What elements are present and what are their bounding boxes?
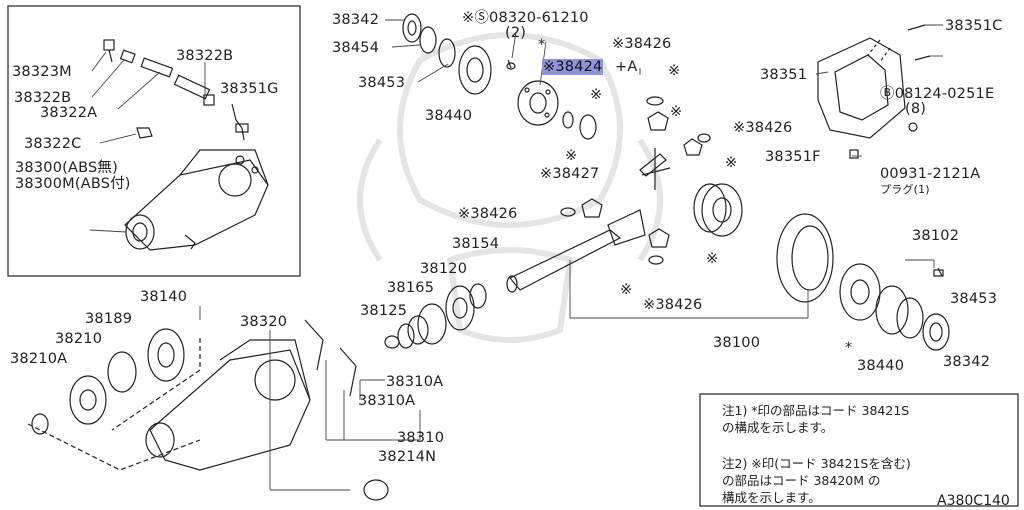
part-label-38453-right[interactable]: 38453 (950, 291, 998, 307)
part-label-38427[interactable]: ※38427 (540, 166, 600, 182)
part-label-38426-low[interactable]: ※38426 (643, 297, 703, 313)
watermark-emblem (357, 32, 663, 343)
part-label-38322B[interactable]: 38322B (14, 90, 72, 106)
part-label-38310A-a[interactable]: 38310A (386, 374, 444, 390)
inset-small-parts (103, 39, 249, 141)
part-label-38322C[interactable]: 38322C (24, 136, 82, 152)
part-label-38426-left[interactable]: ※38426 (458, 206, 518, 222)
note-1-line-2: の構成を示します。 (722, 420, 834, 435)
part-label-38165[interactable]: 38165 (387, 280, 435, 296)
part-label-38426[interactable]: ※38426 (612, 36, 672, 52)
note-1-line-1: 注1) *印の部品はコード 38421S (722, 403, 910, 418)
part-label-00931-2121A[interactable]: 00931-2121A (880, 166, 981, 182)
part-label-38140[interactable]: 38140 (140, 289, 188, 305)
part-label-38454[interactable]: 38454 (332, 40, 380, 56)
part-label-38453[interactable]: 38453 (358, 75, 406, 91)
part-qty-bolt-right: (8) (905, 101, 927, 117)
part-label-38322A[interactable]: 38322A (40, 105, 98, 121)
diff-case-illustration (506, 59, 597, 140)
part-label-38300M[interactable]: 38300M(ABS付) (15, 176, 131, 192)
part-label-38322B-top[interactable]: 38322B (176, 48, 234, 64)
notes-frame (699, 393, 1019, 507)
star-marker-right: * (845, 340, 853, 356)
part-label-38424-highlighted[interactable]: ※38424 (542, 59, 604, 75)
part-label-38300[interactable]: 38300(ABS無) (15, 160, 118, 176)
pinion-bearing-stack (384, 283, 487, 349)
note-2-line-2: の部品はコード 38420M の (722, 473, 881, 488)
note-2-line-1: 注2) ※印(コード 38421Sを含む) (722, 456, 911, 471)
part-label-38424-suffix: +A (615, 59, 638, 75)
part-label-38214N[interactable]: 38214N (378, 449, 437, 465)
part-label-38310A-b[interactable]: 38310A (358, 393, 416, 409)
part-label-38120[interactable]: 38120 (420, 261, 468, 277)
part-label-bolt-08124-0251E[interactable]: Ⓑ08124-0251E (880, 86, 995, 102)
mark-x: ※ (706, 251, 719, 267)
part-label-38351C[interactable]: 38351C (945, 18, 1003, 34)
part-label-38100[interactable]: 38100 (713, 335, 761, 351)
inset-frame (7, 5, 301, 277)
part-label-38189[interactable]: 38189 (85, 311, 133, 327)
note-2-line-3: 構成を示します。 (722, 490, 821, 505)
pinion-gears (560, 96, 743, 265)
leader-lines (89, 19, 943, 491)
part-label-38323M[interactable]: 38323M (12, 64, 72, 80)
mark-x: ※ (590, 87, 603, 103)
rear-cover-illustration (817, 24, 931, 159)
upper-bearing-stack (402, 13, 492, 95)
diagram-code: A380C140 (937, 493, 1010, 509)
part-label-38310[interactable]: 38310 (397, 430, 445, 446)
diff-assembly-illustration (124, 149, 269, 251)
part-label-38351[interactable]: 38351 (760, 67, 808, 83)
part-label-38351F[interactable]: 38351F (765, 149, 821, 165)
part-label-38426-mid[interactable]: ※38426 (733, 120, 793, 136)
part-label-38210[interactable]: 38210 (55, 331, 103, 347)
part-label-38320[interactable]: 38320 (240, 314, 288, 330)
part-label-38210A[interactable]: 38210A (10, 351, 68, 367)
mark-x: ※ (670, 104, 683, 120)
part-label-38351G[interactable]: 38351G (220, 81, 279, 97)
part-label-bolt-08320-61210[interactable]: ※Ⓢ08320-61210 (462, 10, 589, 26)
part-label-38154[interactable]: 38154 (452, 236, 500, 252)
lower-carrier-housing (145, 319, 389, 501)
part-label-38125[interactable]: 38125 (360, 303, 408, 319)
mark-x: ※ (620, 282, 633, 298)
star-marker: * (538, 37, 546, 53)
part-qty-bolt-top: (2) (505, 25, 527, 41)
part-label-38342[interactable]: 38342 (332, 12, 380, 28)
plug-description: プラグ(1) (880, 183, 930, 196)
part-label-38102[interactable]: 38102 (912, 228, 960, 244)
part-label-38440-right[interactable]: 38440 (857, 358, 905, 374)
mark-x: ※ (725, 155, 738, 171)
ring-gear-assembly (776, 213, 950, 351)
companion-flange-parts (27, 328, 201, 471)
mark-x: ※ (565, 148, 578, 164)
mark-x: ※ (668, 63, 681, 79)
part-label-38440[interactable]: 38440 (425, 108, 473, 124)
part-label-38342-right[interactable]: 38342 (943, 354, 991, 370)
drive-pinion-shaft (506, 209, 646, 293)
